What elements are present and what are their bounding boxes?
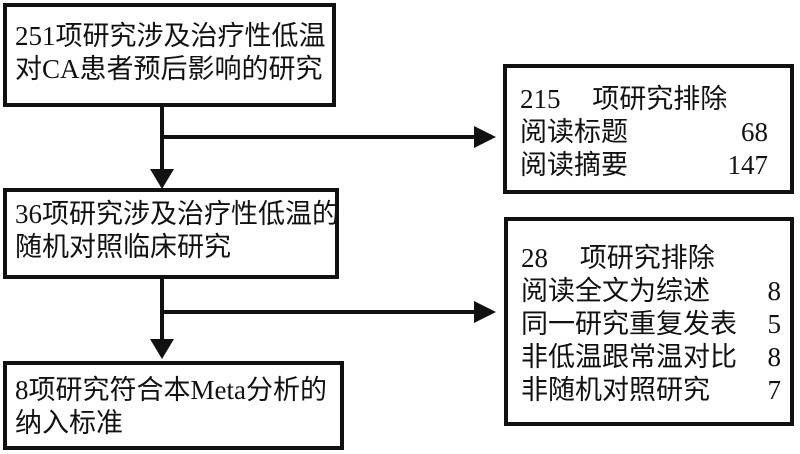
- flow-box-text-line: 251项研究涉及治疗性低温: [15, 21, 326, 51]
- exclusion-reason-value: 8: [767, 342, 782, 372]
- flow-box-records-identified: 251项研究涉及治疗性低温 对CA患者预后影响的研究: [3, 3, 336, 107]
- arrow-head: [150, 339, 174, 359]
- exclusion-reason-row: 同一研究重复发表 5: [521, 308, 781, 341]
- exclusion-reason-label: 阅读标题: [520, 117, 628, 147]
- arrow-head: [150, 169, 174, 189]
- arrow-right-to-exclusion-2: [160, 301, 496, 323]
- exclusion-count: 28: [521, 243, 548, 273]
- exclusion-reason-value: 147: [727, 150, 769, 180]
- exclusion-reason-value: 68: [741, 117, 768, 147]
- exclusion-reason-label: 同一研究重复发表: [521, 309, 737, 339]
- exclusion-count: 215: [520, 84, 561, 114]
- exclusion-reason-value: 7: [767, 375, 782, 405]
- exclusion-reason-row: 阅读标题 68: [520, 116, 768, 149]
- exclusion-title: 项研究排除: [592, 84, 728, 114]
- exclusion-reason-row: 非随机对照研究 7: [521, 374, 781, 407]
- exclusion-reason-row: 阅读全文为综述 8: [521, 275, 781, 308]
- flow-box-text-line: 对CA患者预后影响的研究: [15, 54, 323, 84]
- arrow-head: [474, 301, 496, 323]
- flow-box-included-studies: 8项研究符合本Meta分析的 纳入标准: [3, 361, 344, 450]
- arrow-right-to-exclusion-1: [160, 126, 496, 148]
- exclusion-reason-row: 非低温跟常温对比 8: [521, 341, 781, 374]
- exclusion-reason-value: 5: [767, 309, 782, 339]
- exclusion-title: 项研究排除: [579, 243, 715, 273]
- arrow-down-rct-to-included: [150, 279, 174, 359]
- exclusion-reason-value: 8: [767, 276, 782, 306]
- flow-box-text-line: 36项研究涉及治疗性低温的: [15, 199, 339, 229]
- exclusion-reason-label: 非随机对照研究: [521, 375, 710, 405]
- arrow-head: [474, 126, 496, 148]
- flow-box-text-line: 随机对照临床研究: [15, 232, 231, 262]
- exclusion-header: 28 项研究排除: [521, 242, 781, 275]
- exclusion-header: 215 项研究排除: [520, 83, 768, 116]
- exclusion-reason-label: 阅读全文为综述: [521, 276, 710, 306]
- exclusion-box-titles-abstracts: 215 项研究排除 阅读标题 68 阅读摘要 147: [503, 64, 794, 194]
- exclusion-reason-label: 阅读摘要: [520, 150, 628, 180]
- flow-box-rct-studies: 36项研究涉及治疗性低温的 随机对照临床研究: [3, 188, 339, 279]
- arrow-down-identified-to-rct: [150, 107, 174, 189]
- exclusion-box-fulltext: 28 项研究排除 阅读全文为综述 8 同一研究重复发表 5 非低温跟常温对比 8…: [504, 217, 794, 426]
- flow-box-text-line: 纳入标准: [15, 408, 123, 438]
- flow-box-text-line: 8项研究符合本Meta分析的: [15, 375, 327, 405]
- exclusion-reason-row: 阅读摘要 147: [520, 149, 768, 182]
- exclusion-reason-label: 非低温跟常温对比: [521, 342, 737, 372]
